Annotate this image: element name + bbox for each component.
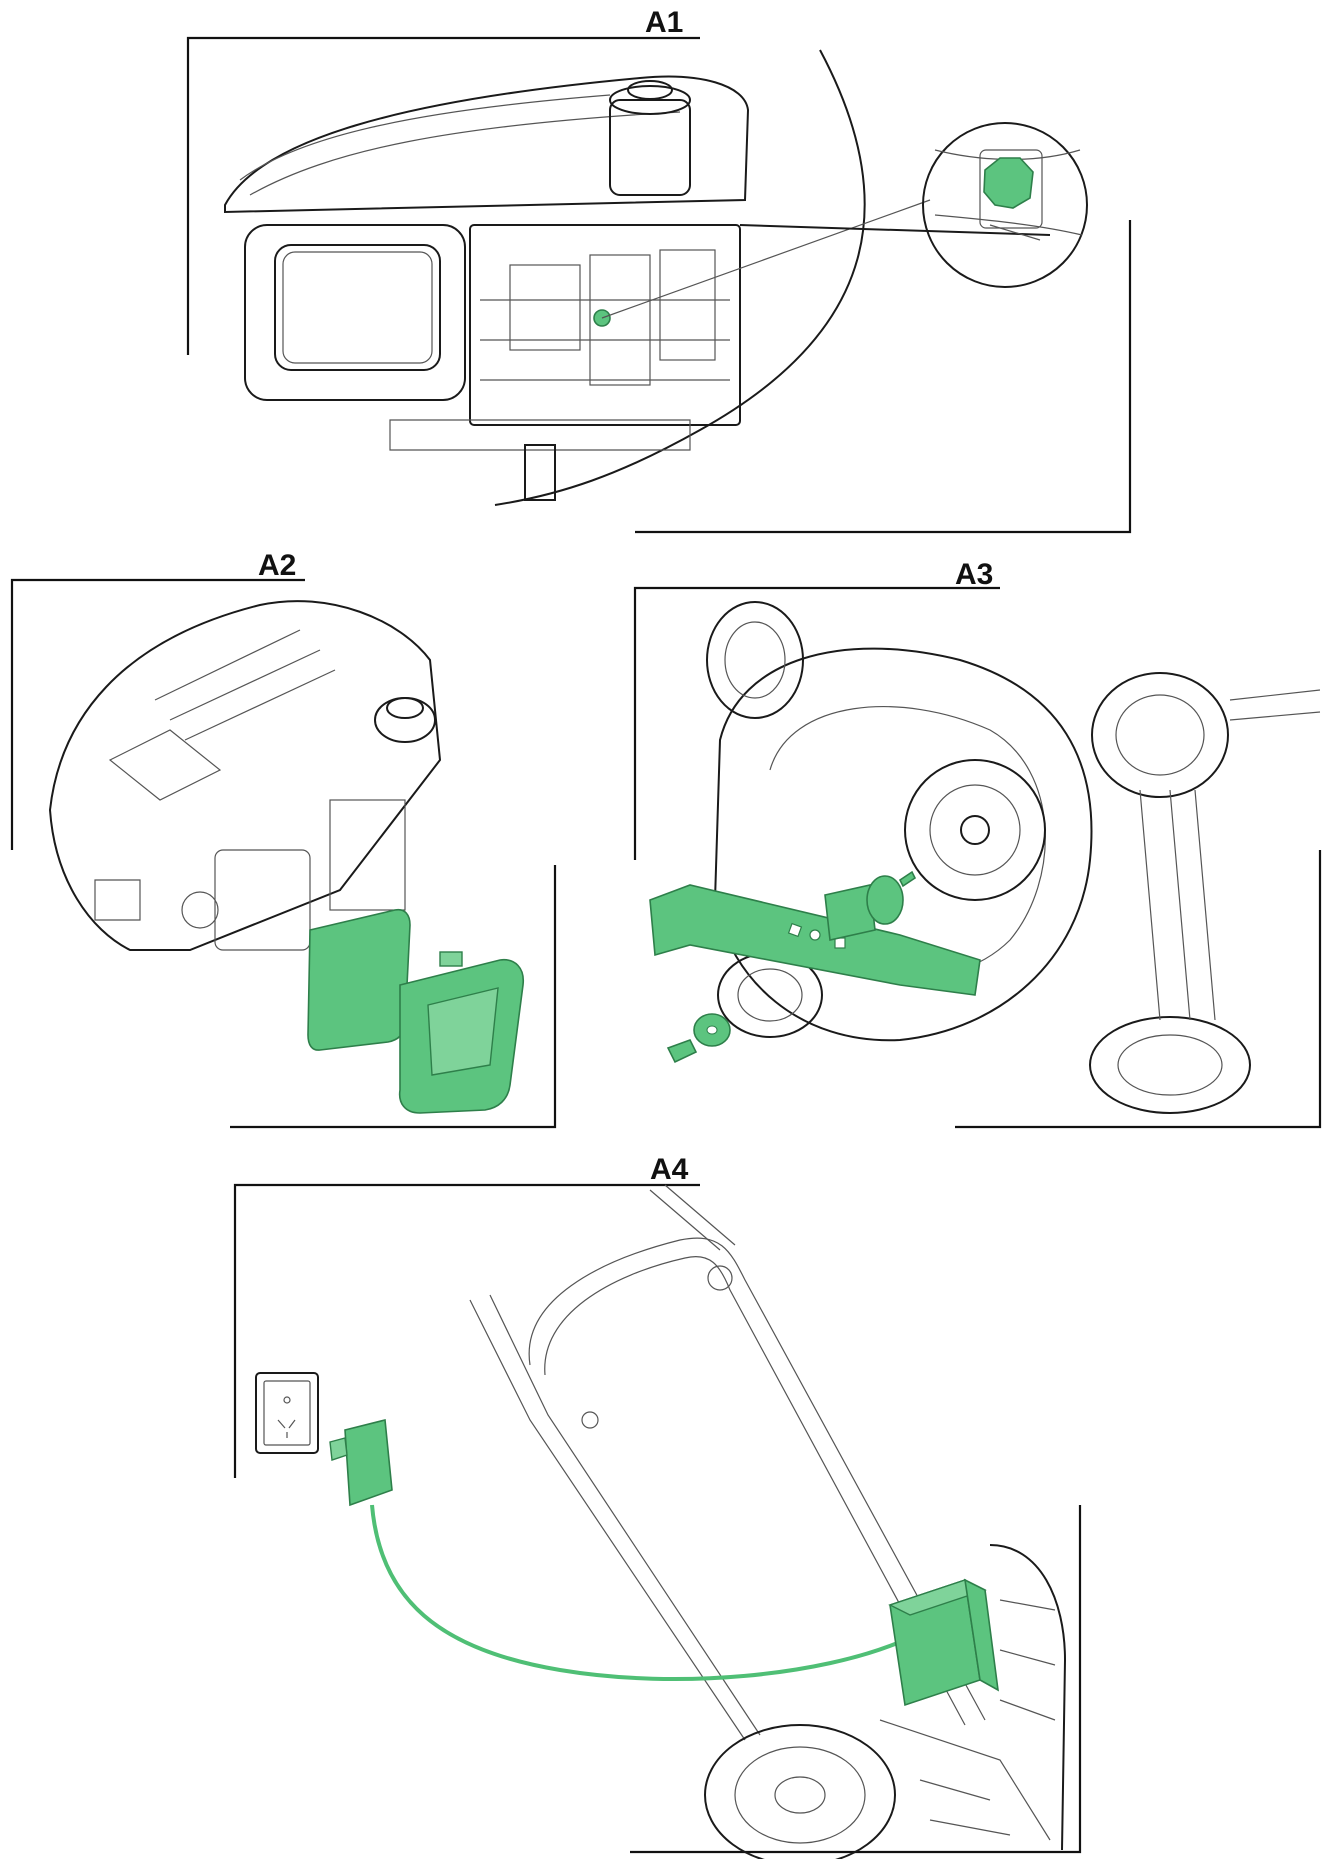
a2-engine-cover <box>48 600 442 951</box>
a1-engine-cover <box>224 75 750 214</box>
a4-charger-cable <box>370 1504 901 1682</box>
panel-a3 <box>633 586 1322 1129</box>
a3-blade-bolt <box>666 1039 698 1064</box>
a3-frame-bottom <box>955 850 1322 1129</box>
a3-wheel-front-left <box>706 601 804 719</box>
a3-wheel-rear-right <box>1089 1016 1251 1114</box>
panel-a4 <box>233 1183 1082 1859</box>
a4-frame-bottom <box>630 1505 1082 1854</box>
a1-frame-top <box>186 36 700 355</box>
a1-frame-bottom <box>635 220 1132 534</box>
panel-a2 <box>10 578 557 1129</box>
a4-mower-handle <box>469 1184 986 1741</box>
a1-air-filter-housing <box>244 224 466 401</box>
a3-wheel-front-right <box>1091 672 1229 798</box>
a3-frame-top <box>633 586 1000 860</box>
a2-air-filter-element <box>307 908 411 1051</box>
a1-cutaway-curve <box>494 49 866 506</box>
a2-oil-cap <box>374 697 436 743</box>
a2-frame-bottom <box>230 865 557 1129</box>
a1-spark-plug-zoom <box>922 122 1088 288</box>
a3-blade-holder <box>824 884 876 941</box>
a4-wall-socket <box>255 1372 319 1454</box>
a4-battery-box <box>888 1578 999 1707</box>
a3-blade-adapter <box>866 875 904 925</box>
panel-label-a4: A4 <box>650 1153 689 1186</box>
a1-engine-block <box>389 224 741 501</box>
a4-frame-top <box>233 1183 700 1478</box>
a4-mower-body <box>704 1544 1067 1859</box>
panel-a1 <box>186 36 1132 534</box>
a2-frame-top <box>10 578 305 850</box>
panel-label-a1: A1 <box>645 6 684 39</box>
a4-charger <box>329 1418 901 1682</box>
panel-label-a3: A3 <box>955 558 994 591</box>
panel-label-a2: A2 <box>258 549 297 582</box>
a1-oil-cap <box>609 80 691 196</box>
